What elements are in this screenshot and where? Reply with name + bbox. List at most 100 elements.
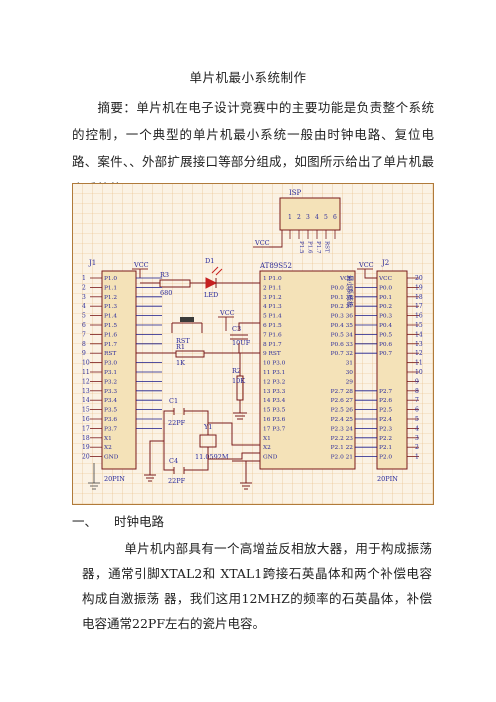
j2-pin-label: P0.3 xyxy=(379,314,392,320)
j1-pin-label: P3.2 xyxy=(104,379,117,385)
j2-pin-number: 3 xyxy=(415,435,419,442)
j2-pin-number: 13 xyxy=(415,341,423,348)
svg-text:AT89S52: AT89S52 xyxy=(259,262,292,270)
j2-pin-label: VCC xyxy=(378,276,393,282)
j1-pin-number: 12 xyxy=(82,378,90,385)
j1-pin-number: 3 xyxy=(82,294,86,301)
chip-left-pin: 10 P3.0 xyxy=(263,361,286,367)
chip-left-pin: 15 P3.5 xyxy=(263,408,286,414)
chip-right-pin: P0.0 39 xyxy=(331,285,354,291)
svg-text:22PF: 22PF xyxy=(168,419,186,427)
j2-pin-number: 19 xyxy=(415,284,423,291)
svg-text:C4: C4 xyxy=(169,457,178,465)
j1-pin-label: X2 xyxy=(104,445,112,451)
chip-right-pin: 29 xyxy=(346,379,354,385)
body-paragraph: 单片机内部具有一个高增益反相放大器，用于构成振荡器，通常引脚XTAL2和 XTA… xyxy=(82,536,432,636)
chip-right-pin: P0.5 34 xyxy=(331,332,354,338)
j2-pin-number: 1 xyxy=(415,454,419,461)
chip-left-pin: 13 P3.3 xyxy=(263,389,286,395)
section-number: 一、 xyxy=(72,514,98,529)
svg-text:J2: J2 xyxy=(381,259,389,267)
svg-text:R1: R1 xyxy=(176,343,185,351)
j2-pin-number: 10 xyxy=(415,369,423,376)
isp-pin-number: 4 xyxy=(315,214,319,221)
j2-pin-label: P2.6 xyxy=(379,398,392,404)
j1-pin-number: 20 xyxy=(82,454,90,461)
j2-pin-label: P0.4 xyxy=(379,323,392,329)
j1-pin-label: P1.1 xyxy=(104,285,117,291)
j2-pin-label: P2.4 xyxy=(379,417,392,423)
body-text: 单片机内部具有一个高增益反相放大器，用于构成振荡器，通常引脚XTAL2和 XTA… xyxy=(82,541,432,631)
chip-right-pin: P2.2 23 xyxy=(331,436,354,442)
j1-pin-label: P1.5 xyxy=(104,323,117,329)
isp-pin-number: 6 xyxy=(333,214,337,221)
j2-pin-label: P2.3 xyxy=(379,426,392,432)
chip-right-pin: P0.1 38 xyxy=(331,295,354,301)
svg-text:C1: C1 xyxy=(169,397,178,405)
j1-pin-label: P3.5 xyxy=(104,408,117,414)
chip-right-pin: P0.7 32 xyxy=(331,351,354,357)
svg-text:20PIN: 20PIN xyxy=(104,475,125,483)
chip-left-pin: 4 P1.3 xyxy=(263,304,282,310)
page-title: 单片机最小系统制作 xyxy=(189,70,307,85)
svg-text:LED: LED xyxy=(204,291,218,299)
j1-pin-number: 16 xyxy=(82,416,90,423)
chip-right-pin: P2.4 25 xyxy=(331,417,354,423)
isp-pin-number: 1 xyxy=(288,214,292,221)
svg-text:J1: J1 xyxy=(88,259,96,267)
isp-pin-number: 5 xyxy=(324,214,328,221)
chip-left-pin: 3 P1.2 xyxy=(263,295,282,301)
j2-pin-label: P0.2 xyxy=(379,304,392,310)
svg-text:22PF: 22PF xyxy=(168,477,186,485)
isp-signal-label: P1.6 xyxy=(307,241,313,254)
j2-pin-label: P0.5 xyxy=(379,332,392,338)
j1-pin-number: 19 xyxy=(82,444,90,451)
svg-text:C3: C3 xyxy=(232,325,241,333)
svg-text:RST: RST xyxy=(176,337,190,345)
j2-pin-number: 15 xyxy=(415,322,423,329)
j2-pin-label: P0.6 xyxy=(379,342,392,348)
j1-pin-number: 2 xyxy=(82,284,86,291)
svg-text:VCC: VCC xyxy=(219,309,235,317)
chip-right-pin: P2.6 27 xyxy=(331,398,354,404)
j1-pin-number: 9 xyxy=(82,350,86,357)
j1-pin-label: X1 xyxy=(104,436,112,442)
j1-pin-label: P3.0 xyxy=(104,361,117,367)
chip-left-pin: 7 P1.6 xyxy=(263,332,282,338)
chip-right-pin: P0.3 36 xyxy=(331,314,354,320)
j1-pin-label: GND xyxy=(104,455,119,461)
j1-pin-number: 6 xyxy=(82,322,86,329)
chip-right-pin: P2.0 21 xyxy=(331,455,353,461)
j1-pin-label: P1.0 xyxy=(104,276,117,282)
chip-right-pin: P2.5 26 xyxy=(331,408,354,414)
j1-pin-label: P3.6 xyxy=(104,417,117,423)
isp-signal-label: RST xyxy=(324,241,330,253)
svg-text:10UF: 10UF xyxy=(232,339,251,347)
chip-left-pin: 2 P1.1 xyxy=(263,285,282,291)
chip-right-pin: P2.3 24 xyxy=(331,426,354,432)
j2-pin-number: 12 xyxy=(415,350,423,357)
j2-pin-label: P2.7 xyxy=(379,389,392,395)
j1-pin-number: 11 xyxy=(82,369,90,376)
j2-pin-number: 20 xyxy=(415,275,423,282)
chip-left-pin: 5 P1.4 xyxy=(263,314,282,320)
j2-pin-number: 8 xyxy=(415,388,419,395)
svg-text:VCC: VCC xyxy=(133,261,149,269)
chip-right-pin: P2.7 28 xyxy=(331,389,354,395)
chip-left-pin: 17 P3.7 xyxy=(263,426,286,432)
svg-text:10K: 10K xyxy=(232,377,245,385)
j2-pin-number: 9 xyxy=(415,378,419,385)
j2-pin-number: 11 xyxy=(415,360,423,367)
j2-pin-label: P0.0 xyxy=(379,285,392,291)
reset-circuit: RST R1 1K C3 10UF R2 10K xyxy=(136,317,260,420)
j1-pin-label: P3.7 xyxy=(104,426,117,432)
chip-left-pin: 16 P3.6 xyxy=(263,417,286,423)
j1-pin-label: P1.3 xyxy=(104,304,117,310)
chip-left-pin: X1 xyxy=(263,436,271,442)
chip-right-pin: 30 xyxy=(346,370,354,376)
